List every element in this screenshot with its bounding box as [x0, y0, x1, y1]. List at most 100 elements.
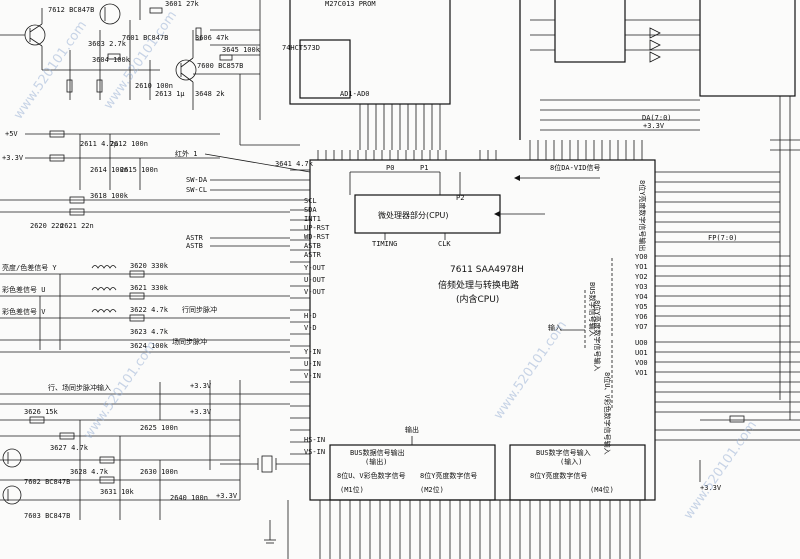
pin-label: H-D	[304, 312, 317, 320]
transistor-collector	[29, 23, 43, 33]
bottom-label: (输出)	[365, 457, 387, 466]
rail-label: +5V	[5, 130, 18, 138]
pin-label: INT1	[304, 215, 321, 223]
resistor-symbol	[66, 79, 73, 93]
bus-label-da: DA(7:0)	[642, 114, 672, 122]
resistor-symbol	[59, 432, 75, 440]
resistor-label: 3620 330k	[130, 262, 169, 270]
bus-label-p0: P0	[386, 164, 394, 172]
latch-label: 74HCT573D	[282, 44, 320, 52]
resistor-label: 3641 4.7k	[275, 160, 314, 168]
bus-label-p2: P2	[456, 194, 464, 202]
right-group-label: BUS数字信号输入	[588, 282, 597, 337]
capacitor-label: 2621 22n	[60, 222, 94, 230]
pin-label: VO1	[635, 369, 648, 377]
inductor-symbol	[91, 287, 117, 291]
timing-label: TIMING	[372, 240, 397, 248]
resistor-symbol	[195, 27, 202, 41]
pin-label: VS-IN	[304, 448, 325, 456]
bus-label-fp: FP(7:0)	[708, 234, 738, 242]
resistor-symbol	[49, 130, 65, 138]
connector-box	[554, 0, 626, 63]
transistor-7600	[175, 59, 197, 81]
voltage-label: +3.3V	[643, 122, 665, 130]
voltage-label: +3.3V	[190, 382, 212, 390]
prom-chip: M27C013 PROM 74HCT573D AD1-AD0	[282, 0, 451, 150]
capacitor-label: 2613 1μ	[155, 90, 185, 98]
signal-label: 行、场同步脉冲输入	[48, 383, 111, 392]
top-pins	[317, 140, 643, 160]
resistor-label: 3604 100k	[92, 56, 131, 64]
resistor-symbol	[149, 7, 163, 14]
left-pin-labels: SCL SDA INT1 UP-RST WD-RST ASTB ASTR Y-O…	[304, 197, 330, 456]
cpu-section-label: 微处理器部分(CPU)	[378, 210, 449, 220]
capacitor-label: 2615 100n	[120, 166, 158, 174]
watermark: www.520101.com	[681, 418, 760, 522]
resistor-label: 3603 2.7k	[88, 40, 127, 48]
resistor-label: 3645 100k	[222, 46, 261, 54]
pin-label: YO5	[635, 303, 648, 311]
pin-label: UP-RST	[304, 224, 330, 232]
prom-label: M27C013 PROM	[325, 0, 376, 8]
signal-label: 行同步脉冲	[182, 305, 217, 314]
pin-label: V-IN	[304, 372, 321, 380]
bottom-pins	[319, 500, 641, 559]
bottom-label: (M2位)	[420, 485, 444, 494]
pin-label: ASTB	[304, 242, 321, 250]
bottom-label: (M1位)	[340, 485, 364, 494]
capacitor-label: 2612 100n	[110, 140, 148, 148]
input-label: SW-DA	[186, 176, 208, 184]
clk-label: CLK	[438, 240, 451, 248]
pin-label: SDA	[304, 206, 317, 214]
pin-label: HS-IN	[304, 436, 325, 444]
arrow-symbol	[514, 175, 520, 181]
resistor-label: 3628 4.7k	[70, 468, 109, 476]
top-right-connector: DA(7:0) +3.3V	[519, 0, 796, 420]
capacitor-label: 2630 100n	[140, 468, 178, 476]
rail-label: +3.3V	[2, 154, 24, 162]
bottom-label: (M4位)	[590, 485, 614, 494]
input-label: 红外 1	[175, 149, 197, 158]
signal-label: 场同步脉冲	[172, 337, 207, 346]
capacitor-label: 2610 100n	[135, 82, 173, 90]
resistor-symbol	[99, 476, 115, 484]
transistor-7602	[2, 448, 22, 468]
pin-label: V-OUT	[304, 288, 326, 296]
pin-label: YO4	[635, 293, 648, 301]
resistor-symbol	[99, 456, 115, 464]
resistor-symbol	[69, 208, 85, 216]
pin-label: U-OUT	[304, 276, 326, 284]
pin-label: U-IN	[304, 360, 321, 368]
pin-label: Y-OUT	[304, 264, 326, 272]
chip-title: 倍频处理与转换电路	[438, 279, 519, 291]
right-group-label: 输入	[548, 323, 562, 332]
latch-pin: AD1-AD0	[340, 90, 370, 98]
pin-label: YO2	[635, 273, 648, 281]
resistor-label: 3621 330k	[130, 284, 169, 292]
pin-label: VO0	[635, 359, 648, 367]
capacitor-label: 2620 22n	[30, 222, 64, 230]
input-label: ASTB	[186, 242, 203, 250]
pin-label: UO1	[635, 349, 648, 357]
buffer-symbol	[649, 27, 661, 39]
arrow-symbol	[494, 211, 500, 217]
transistor-label: 7602 BC847B	[24, 478, 70, 486]
resistor-symbol	[219, 54, 233, 61]
resistor-label: 3624 100k	[130, 342, 169, 350]
bottom-label: BUS数据信号输出	[350, 448, 405, 457]
input-label: SW-CL	[186, 186, 207, 194]
prom-body	[289, 0, 451, 105]
resistor-label: 3631 10k	[100, 488, 135, 496]
resistor-symbol	[729, 415, 745, 423]
right-group-label: 8位Y亮度数字信号输入	[593, 300, 602, 371]
pin-label: YO7	[635, 323, 648, 331]
right-side-extra: +3.3V FP(7:0)	[699, 139, 800, 492]
voltage-label: +3.3V	[700, 484, 722, 492]
right-pins	[655, 171, 800, 441]
resistor-symbol	[49, 154, 65, 162]
buffer-symbol	[649, 39, 661, 51]
capacitor-label: 2640 100n	[170, 494, 208, 502]
resistor-label: 3627 4.7k	[50, 444, 89, 452]
pin-label: YO3	[635, 283, 648, 291]
